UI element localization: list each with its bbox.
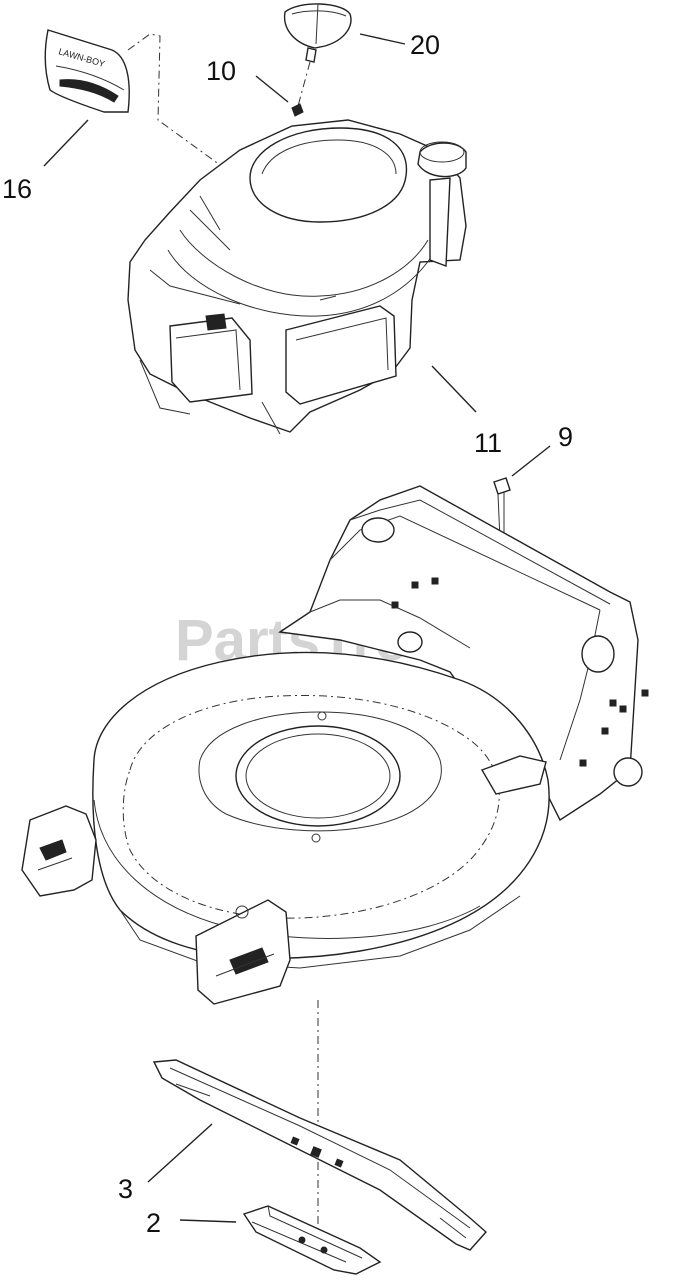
- clip-part-10: [291, 103, 304, 117]
- leader-lines: [43, 33, 551, 1223]
- blade-part-3: [152, 1059, 487, 1251]
- oil-cap-part-20: [283, 3, 352, 107]
- callout-10: 10: [206, 56, 236, 86]
- adapter-part-2: [242, 1205, 382, 1275]
- callout-20: 20: [410, 30, 440, 60]
- decal-part-16: LAWN-BOY: [44, 29, 239, 179]
- mower-deck-housing: [21, 485, 649, 1005]
- engine-part-11: [127, 119, 467, 435]
- callout-11: 11: [474, 428, 502, 458]
- callout-3: 3: [118, 1174, 133, 1204]
- callout-16: 16: [2, 174, 32, 204]
- callout-9: 9: [558, 422, 573, 452]
- callout-2: 2: [146, 1208, 161, 1238]
